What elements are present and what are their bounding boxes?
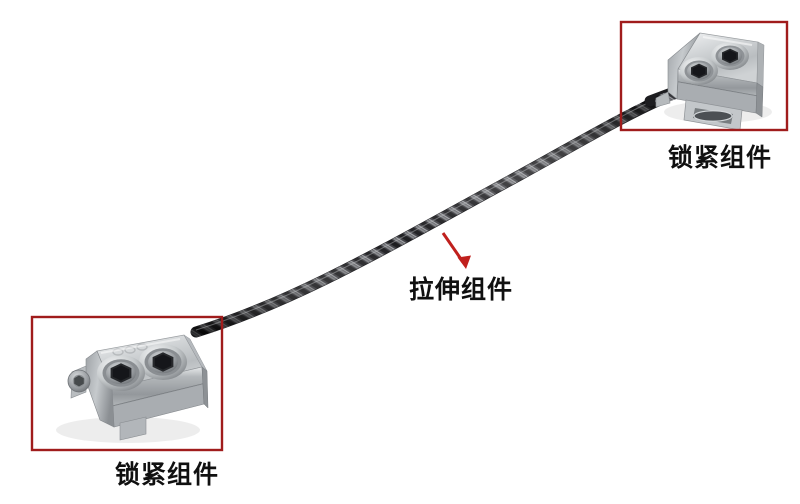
steel-wire-rope — [150, 70, 710, 370]
label-locking-assembly-top: 锁紧组件 — [668, 143, 773, 172]
hex-socket-screw-2 — [680, 57, 718, 85]
locking-block-upper — [640, 32, 772, 131]
rope-exit-window-icon — [693, 110, 733, 122]
hex-socket-screw-3 — [139, 344, 187, 380]
callout-box-bottom — [30, 315, 224, 452]
hex-socket-screw-4 — [97, 355, 145, 391]
callout-box-top — [619, 20, 789, 132]
label-locking-assembly-bottom: 锁紧组件 — [115, 460, 220, 489]
label-tension-assembly: 拉伸组件 — [409, 275, 514, 304]
tension-callout-arrow — [441, 232, 471, 269]
hex-socket-screw-1 — [711, 42, 749, 70]
locking-block-lower — [56, 334, 209, 443]
